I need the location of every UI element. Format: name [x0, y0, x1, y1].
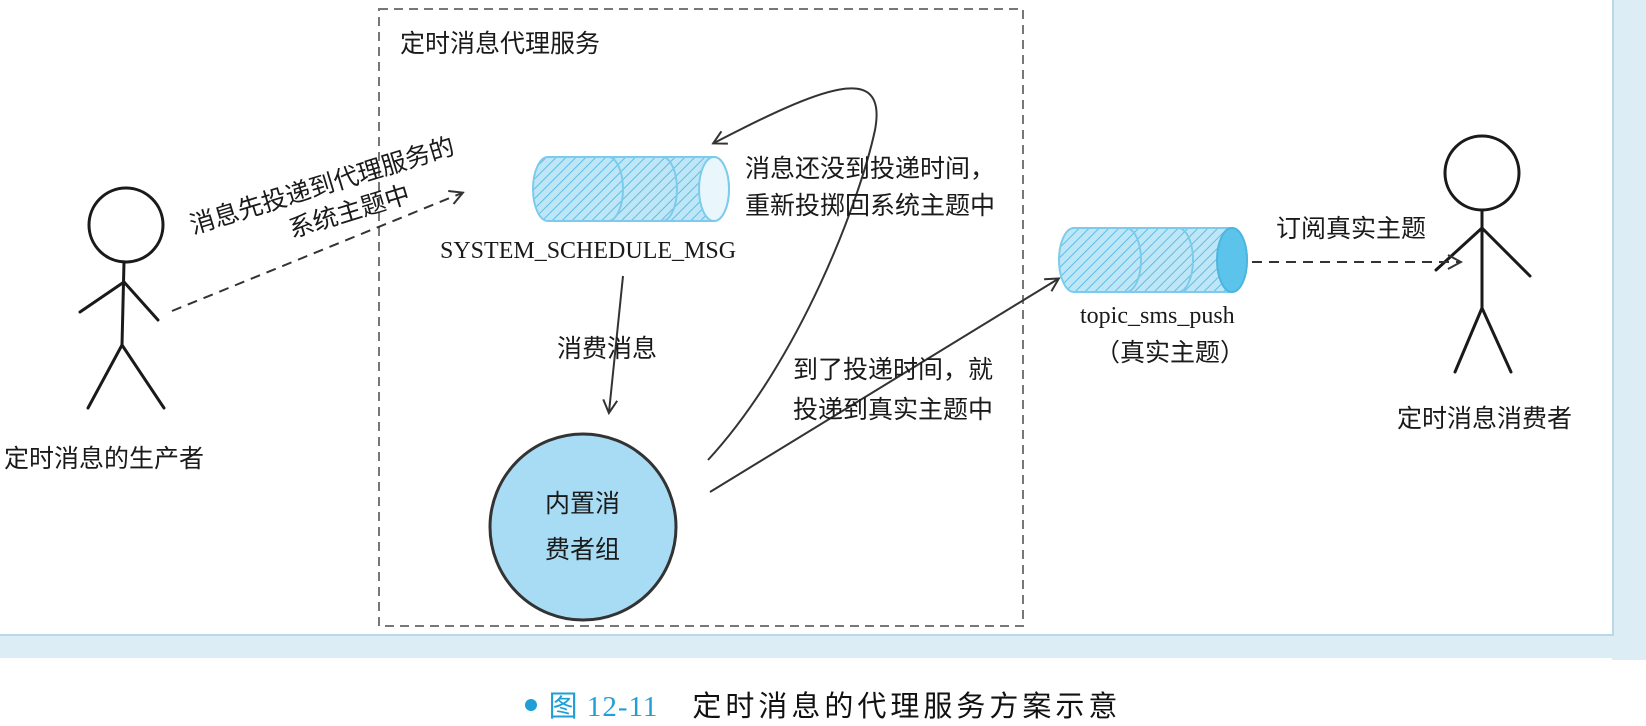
bullet-dot-icon — [524, 699, 537, 711]
bottom-panel-border — [0, 634, 1614, 636]
right-panel-border — [1612, 0, 1614, 636]
edge-redeliver — [707, 87, 878, 461]
edge-consume-label: 消费消息 — [557, 334, 657, 363]
edge-redeliver-label-line2: 重新投掷回系统主题中 — [745, 191, 995, 220]
edge-consume — [609, 275, 624, 412]
producer-label: 定时消息的生产者 — [4, 444, 204, 473]
service-box — [378, 8, 1024, 627]
bottom-panel-edge — [0, 636, 1646, 658]
real-topic-queue — [1058, 227, 1248, 293]
edge-deliver-label-line2: 投递到真实主题中 — [793, 395, 993, 424]
system-topic-queue — [532, 156, 730, 222]
consumer-group-node — [488, 432, 678, 622]
consumer-group-line1: 内置消 — [545, 489, 620, 518]
real-topic-sublabel: （真实主题） — [1095, 338, 1245, 367]
right-panel-edge — [1612, 0, 1646, 660]
edge-producer-to-system — [171, 193, 462, 312]
edge-deliver — [709, 279, 1058, 493]
edge-subscribe-label: 订阅真实主题 — [1276, 214, 1426, 243]
consumer-group-line2: 费者组 — [545, 535, 620, 564]
consumer-label: 定时消息消费者 — [1397, 404, 1572, 433]
consumer-figure — [1434, 134, 1532, 374]
system-topic-label: SYSTEM_SCHEDULE_MSG — [440, 238, 736, 264]
real-topic-label: topic_sms_push — [1080, 303, 1235, 329]
producer-figure — [78, 186, 166, 410]
figure-number: 图 12-11 — [548, 691, 659, 723]
service-box-title: 定时消息代理服务 — [400, 29, 600, 58]
edge-redeliver-label-line1: 消息还没到投递时间， — [745, 154, 995, 183]
edge-deliver-label-line1: 到了投递时间，就 — [793, 355, 993, 384]
caption-text: 定时消息的代理服务方案示意 — [692, 689, 1122, 723]
figure-caption: 图 12-11 定时消息的代理服务方案示意 — [0, 683, 1646, 725]
diagram-canvas: 定时消息代理服务 定时消息的生产者 定时消息消费者 SYSTEM_SCHEDUL… — [4, 8, 1572, 627]
